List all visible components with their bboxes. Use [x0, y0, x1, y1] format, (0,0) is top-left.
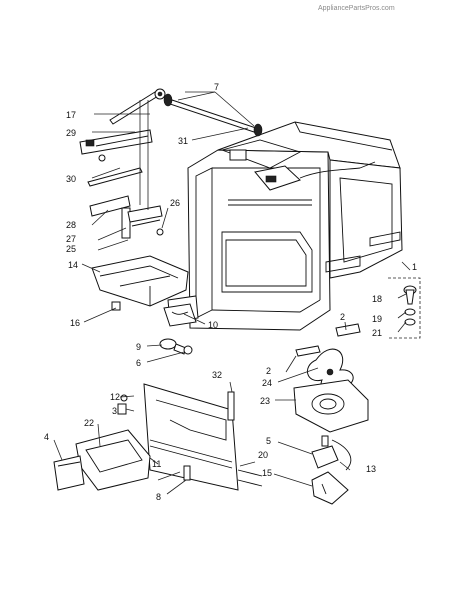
slide-rail-assembly [79, 88, 166, 239]
callout-20: 20 [258, 450, 268, 460]
callout-5: 5 [266, 436, 271, 446]
callout-28: 28 [66, 220, 76, 230]
callout-2b: 2 [266, 366, 271, 376]
callout-10: 10 [208, 320, 218, 330]
axle-rod [163, 93, 263, 137]
rear-cover-panel [53, 383, 263, 491]
callout-30: 30 [66, 174, 76, 184]
callout-27: 27 [66, 234, 76, 244]
callout-24: 24 [262, 378, 272, 388]
callout-29: 29 [66, 128, 76, 138]
callout-32: 32 [212, 370, 222, 380]
callout-17: 17 [66, 110, 76, 120]
callout-6: 6 [136, 358, 141, 368]
evaporator-fan-assembly [293, 323, 369, 505]
filter-pad [163, 303, 197, 327]
callout-12: 12 [110, 392, 120, 402]
callout-15: 15 [262, 468, 272, 478]
callout-16: 16 [70, 318, 80, 328]
callout-31: 31 [178, 136, 188, 146]
callout-23: 23 [260, 396, 270, 406]
small-grommet-parts [159, 338, 193, 355]
damper-detail-box [388, 277, 421, 339]
callout-11: 11 [152, 459, 161, 469]
callout-1: 1 [412, 262, 417, 272]
callout-19: 19 [372, 314, 382, 324]
callout-4: 4 [44, 432, 49, 442]
callout-8: 8 [156, 492, 161, 502]
callout-3: 3 [112, 406, 117, 416]
callout-labels: 1 2 2 3 4 5 6 7 8 9 10 11 12 13 14 15 16… [44, 82, 417, 502]
callout-18: 18 [372, 294, 382, 304]
callout-25: 25 [66, 244, 76, 254]
callout-13: 13 [366, 464, 376, 474]
callout-22: 22 [84, 418, 94, 428]
watermark: AppliancePartsPros.com [318, 5, 395, 12]
callout-26: 26 [170, 198, 180, 208]
callout-21: 21 [372, 328, 382, 338]
freezer-housing [187, 121, 403, 331]
callout-9: 9 [136, 342, 141, 352]
callout-14: 14 [68, 260, 78, 270]
leader-lines [53, 91, 411, 495]
callout-7: 7 [214, 82, 219, 92]
callout-2a: 2 [340, 312, 345, 322]
